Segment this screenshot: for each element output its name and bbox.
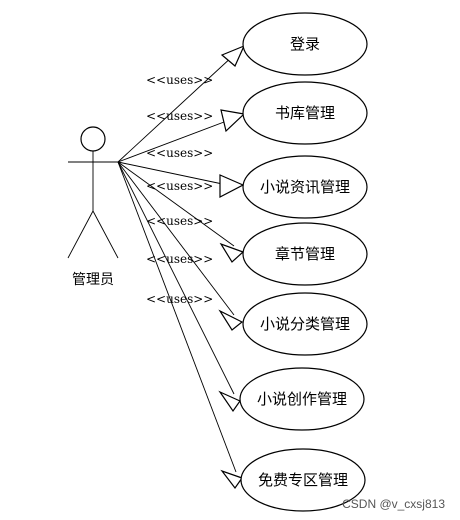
- actor: 管理员: [67, 126, 119, 288]
- uses-labels: <<uses>> <<uses>> <<uses>> <<uses>> <<us…: [146, 73, 213, 306]
- association-line: [117, 161, 233, 187]
- use-case-free-zone-management: 免费专区管理: [240, 448, 366, 512]
- use-case-label: 免费专区管理: [258, 471, 348, 489]
- arrowheads: [218, 44, 246, 490]
- arrowhead: [218, 309, 244, 331]
- use-case-novel-news-management: 小说资讯管理: [242, 155, 368, 219]
- use-case-label: 小说分类管理: [260, 315, 350, 333]
- use-case-ellipse: [239, 367, 365, 431]
- use-case-label: 小说创作管理: [257, 390, 347, 408]
- uses-label: <<uses>>: [146, 252, 213, 266]
- use-case-novel-creation-management: 小说创作管理: [239, 367, 365, 431]
- watermark: CSDN @v_cxsj813: [342, 497, 445, 511]
- uses-label: <<uses>>: [146, 109, 213, 123]
- uses-label: <<uses>>: [146, 73, 213, 87]
- association-line: [117, 161, 237, 473]
- use-case-label: 小说资讯管理: [260, 178, 350, 196]
- arrowhead: [218, 390, 241, 413]
- association-line: [117, 161, 235, 247]
- use-case-login: 登录: [242, 12, 368, 76]
- arrowhead: [219, 174, 245, 198]
- association-line: [117, 118, 233, 163]
- use-case-ellipse: [242, 81, 368, 145]
- uses-label: <<uses>>: [146, 292, 213, 306]
- actor-head: [80, 126, 106, 152]
- arrowhead: [220, 44, 246, 67]
- use-case-ellipse: [240, 448, 366, 512]
- association-lines: [117, 54, 237, 473]
- association-line: [117, 54, 235, 163]
- uses-label: <<uses>>: [146, 146, 213, 160]
- use-case-novel-category-management: 小说分类管理: [242, 292, 368, 356]
- use-case-chapter-management: 章节管理: [242, 222, 368, 286]
- use-case-label: 登录: [290, 35, 320, 53]
- association-line: [117, 161, 235, 395]
- actor-right-leg: [92, 210, 119, 259]
- use-case-ellipse: [242, 222, 368, 286]
- use-case-label: 书库管理: [275, 104, 335, 122]
- use-case-ellipse: [242, 292, 368, 356]
- arrowhead: [220, 469, 243, 490]
- actor-left-leg: [67, 210, 94, 259]
- use-case-label: 章节管理: [275, 245, 335, 263]
- association-line: [117, 161, 235, 316]
- actor-name: 管理员: [72, 272, 114, 288]
- uses-label: <<uses>>: [146, 214, 213, 228]
- use-case-ellipse: [242, 12, 368, 76]
- uses-label: <<uses>>: [146, 179, 213, 193]
- arrowhead: [220, 109, 246, 133]
- use-case-library-management: 书库管理: [242, 81, 368, 145]
- arrowhead: [219, 242, 245, 263]
- use-case-ellipse: [242, 155, 368, 219]
